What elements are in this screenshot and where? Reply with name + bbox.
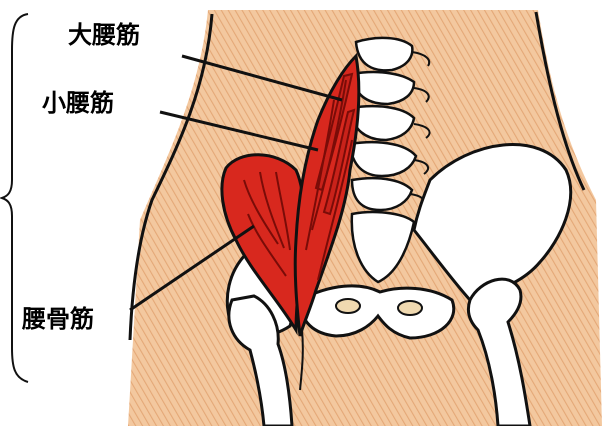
label-psoas-major: 大腰筋 xyxy=(62,20,146,50)
label-psoas-minor: 小腰筋 xyxy=(36,88,120,118)
label-iliopsoas: 腰骨筋 xyxy=(16,304,100,334)
